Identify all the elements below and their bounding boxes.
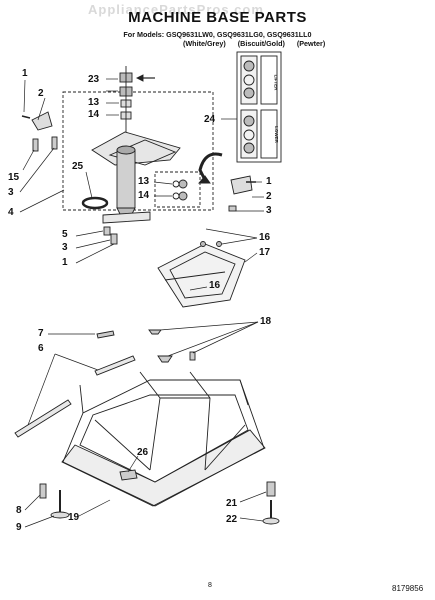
mounting-bracket [102, 211, 151, 224]
transmission-group-frame [62, 91, 214, 211]
models-line: For Models: GSQ9631LW0, GSQ9631LG0, GSQ9… [123, 30, 312, 39]
callout-1-top-left: 1 [22, 68, 28, 79]
callout-21: 21 [226, 498, 238, 509]
callout-17: 17 [259, 247, 271, 258]
callout-24: 24 [204, 114, 216, 125]
inset-seal-frame [154, 171, 201, 208]
callout-1-lower: 1 [62, 257, 68, 268]
callout-16-lower: 16 [209, 280, 221, 291]
callout-19: 19 [68, 512, 80, 523]
callout-18: 18 [260, 316, 272, 327]
finish-biscuit-gold: (Biscuit/Gold) [237, 39, 285, 48]
callout-2-right: 2 [266, 191, 272, 202]
left-lower-parts [103, 226, 118, 245]
right-clip-parts [228, 175, 256, 212]
transmission-assembly [91, 131, 181, 219]
callout-1-right: 1 [266, 176, 272, 187]
side-strips [14, 330, 136, 438]
page-title: MACHINE BASE PARTS [128, 9, 307, 26]
callout-16-top: 16 [259, 232, 271, 243]
callout-3-right: 3 [266, 205, 272, 216]
callout-3-lower: 3 [62, 242, 68, 253]
callout-13-top: 13 [88, 97, 100, 108]
cabinet-base [61, 371, 266, 507]
callout-26: 26 [137, 447, 149, 458]
inset-seals [172, 179, 188, 201]
watermark: AppliancePartsPros.com [88, 2, 264, 17]
detail-arrow [198, 152, 223, 181]
callout-3-top-left: 3 [8, 187, 14, 198]
inset-label-lifter: LIFTER [273, 74, 279, 91]
document-part-number: 8179856 [392, 584, 424, 593]
page-number: 8 [208, 582, 212, 589]
inset-label-lower: LOWER [273, 126, 279, 143]
callout-15: 15 [8, 172, 20, 183]
clips-18 [148, 329, 196, 363]
cam-kit-inset [236, 51, 282, 163]
callout-9: 9 [16, 522, 22, 533]
finish-white-grey: (White/Grey) [183, 39, 226, 48]
callout-14-inset: 14 [138, 190, 150, 201]
callout-23: 23 [88, 74, 100, 85]
finish-pewter: (Pewter) [296, 39, 326, 48]
callout-4: 4 [8, 207, 14, 218]
callout-22: 22 [226, 514, 238, 525]
left-clip-parts [21, 111, 58, 152]
callout-8: 8 [16, 505, 22, 516]
callout-7: 7 [38, 328, 44, 339]
callout-13-inset: 13 [138, 176, 150, 187]
callout-5: 5 [62, 229, 68, 240]
leader-lines [19, 78, 267, 528]
callout-2-top-left: 2 [38, 88, 44, 99]
finishes-line: (White/Grey) (Biscuit/Gold) (Pewter) [183, 39, 335, 48]
callout-6: 6 [38, 343, 44, 354]
leveling-feet [39, 481, 280, 525]
belt [81, 196, 109, 210]
seal-stack [119, 66, 133, 140]
support-frame [157, 241, 246, 308]
callout-14-top: 14 [88, 109, 100, 120]
callout-25: 25 [72, 161, 84, 172]
